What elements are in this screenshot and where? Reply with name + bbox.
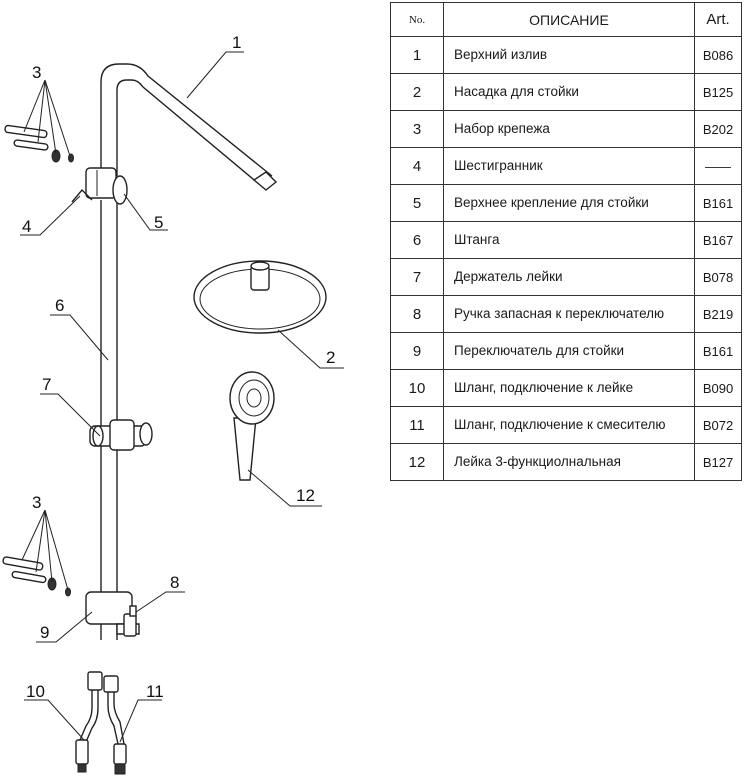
cell-art: B219 <box>694 295 742 333</box>
cell-description: Держатель лейки <box>443 258 695 296</box>
table-row: 1 Верхний излив B086 <box>390 36 742 74</box>
table-row: 2 Насадка для стойки B125 <box>390 73 742 111</box>
cell-art: —— <box>694 147 742 185</box>
part-fixing-kit-bottom <box>2 556 71 597</box>
callout-8: 8 <box>170 573 179 592</box>
table-row: 11 Шланг, подключение к смесителю B072 <box>390 406 742 444</box>
cell-no: 3 <box>390 110 444 148</box>
part-rod <box>100 200 118 592</box>
cell-no: 6 <box>390 221 444 259</box>
part-spare-handle <box>123 605 137 637</box>
table-row: 3 Набор крепежа B202 <box>390 110 742 148</box>
callout-labels: 1 2 3 4 5 6 7 3 8 9 10 11 12 <box>22 33 335 701</box>
cell-no: 4 <box>390 147 444 185</box>
cell-art: B078 <box>694 258 742 296</box>
cell-art: B127 <box>694 443 742 481</box>
cell-description: Верхний излив <box>443 36 695 74</box>
cell-description: Штанга <box>443 221 695 259</box>
table-row: 10 Шланг, подключение к лейке B090 <box>390 369 742 407</box>
callout-9: 9 <box>40 623 49 642</box>
part-hex-key <box>71 188 93 203</box>
cell-description: Набор крепежа <box>443 110 695 148</box>
cell-no: 12 <box>390 443 444 481</box>
part-upper-bracket <box>85 167 128 205</box>
cell-description: Верхнее крепление для стойки <box>443 184 695 222</box>
table-row: 4 Шестигранник —— <box>390 147 742 185</box>
callout-10: 10 <box>26 682 45 701</box>
cell-no: 5 <box>390 184 444 222</box>
callout-12: 12 <box>296 486 315 505</box>
cell-art: B202 <box>694 110 742 148</box>
header-no: No. <box>390 2 444 37</box>
part-hose-mixer <box>103 675 127 775</box>
cell-description: Лейка 3-функциолнальная <box>443 443 695 481</box>
table-row: 7 Держатель лейки B078 <box>390 258 742 296</box>
cell-art: B167 <box>694 221 742 259</box>
part-top-spout <box>100 63 278 191</box>
callout-5: 5 <box>154 213 163 232</box>
cell-description: Шестигранник <box>443 147 695 185</box>
exploded-parts-diagram: 1 2 3 4 5 6 7 3 8 9 10 11 12 <box>2 33 344 775</box>
cell-art: B125 <box>694 73 742 111</box>
callout-1: 1 <box>232 33 241 52</box>
cell-description: Ручка запасная к переключателю <box>443 295 695 333</box>
table-header-row: No. ОПИСАНИЕ Art. <box>390 2 742 37</box>
cell-no: 11 <box>390 406 444 444</box>
callout-3-bottom: 3 <box>32 493 41 512</box>
callout-6: 6 <box>55 296 64 315</box>
part-holder <box>89 419 153 451</box>
cell-no: 10 <box>390 369 444 407</box>
cell-description: Насадка для стойки <box>443 73 695 111</box>
callout-4: 4 <box>22 217 31 236</box>
cell-description: Переключатель для стойки <box>443 332 695 370</box>
parts-table: No. ОПИСАНИЕ Art. 1 Верхний излив B086 2… <box>390 2 742 481</box>
part-hand-shower <box>229 371 275 481</box>
cell-no: 8 <box>390 295 444 333</box>
part-shower-head <box>193 260 327 334</box>
cell-description: Шланг, подключение к смесителю <box>443 406 695 444</box>
part-hose-hand-shower <box>75 671 103 773</box>
cell-art: B161 <box>694 332 742 370</box>
callout-leaders <box>20 51 344 743</box>
cell-no: 1 <box>390 36 444 74</box>
callout-7: 7 <box>42 375 51 394</box>
table-row: 5 Верхнее крепление для стойки B161 <box>390 184 742 222</box>
cell-no: 7 <box>390 258 444 296</box>
callout-2: 2 <box>326 348 335 367</box>
table-row: 12 Лейка 3-функциолнальная B127 <box>390 443 742 481</box>
cell-art: B161 <box>694 184 742 222</box>
header-description: ОПИСАНИЕ <box>443 2 695 37</box>
cell-art: B086 <box>694 36 742 74</box>
cell-description: Шланг, подключение к лейке <box>443 369 695 407</box>
callout-3-top: 3 <box>32 63 41 82</box>
cell-no: 9 <box>390 332 444 370</box>
table-row: 6 Штанга B167 <box>390 221 742 259</box>
cell-art: B072 <box>694 406 742 444</box>
table-row: 8 Ручка запасная к переключателю B219 <box>390 295 742 333</box>
header-art: Art. <box>694 2 742 37</box>
table-row: 9 Переключатель для стойки B161 <box>390 332 742 370</box>
parts-table-body: 1 Верхний излив B086 2 Насадка для стойк… <box>390 36 742 481</box>
cell-art: B090 <box>694 369 742 407</box>
callout-11: 11 <box>146 682 164 701</box>
cell-no: 2 <box>390 73 444 111</box>
